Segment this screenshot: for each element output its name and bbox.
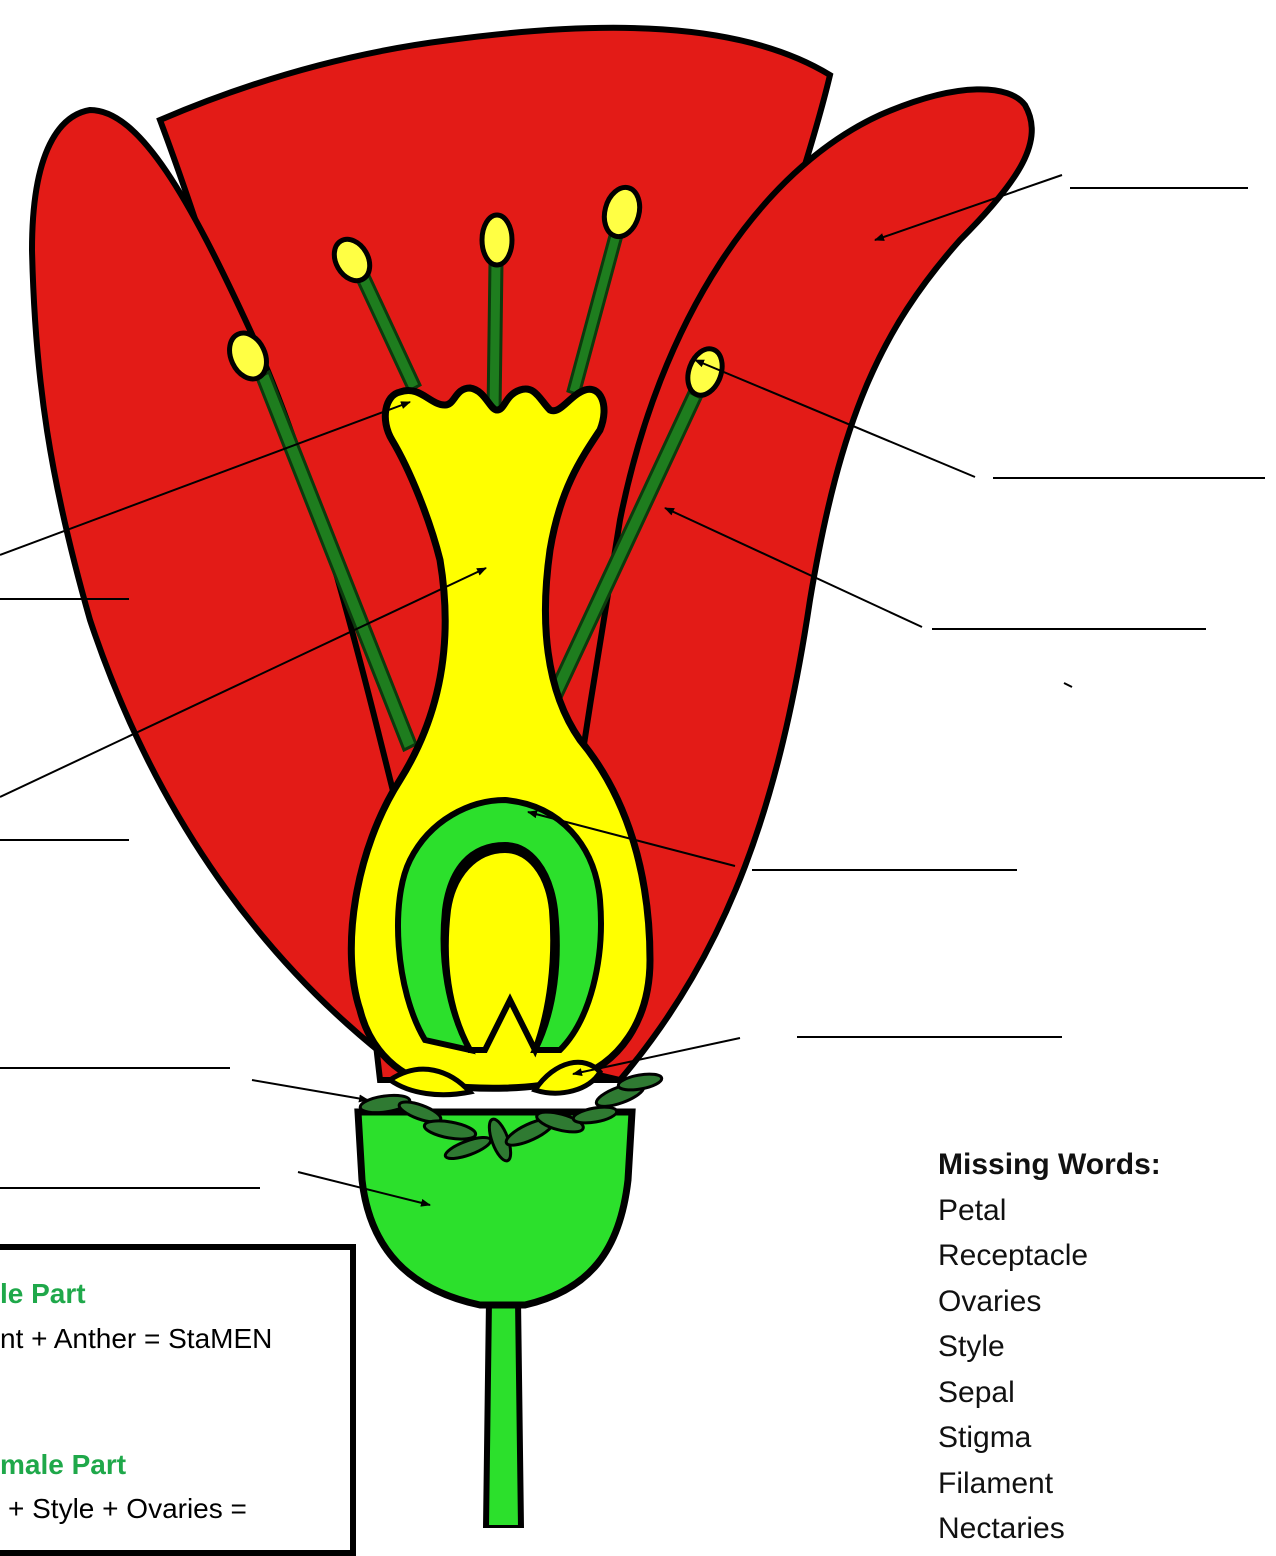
female-part-formula: + Style + Ovaries = bbox=[8, 1492, 247, 1526]
missing-words-title: Missing Words: bbox=[938, 1142, 1161, 1188]
ovule bbox=[446, 850, 553, 1050]
key-box: le Part nt + Anther = StaMEN male Part +… bbox=[0, 1244, 356, 1556]
word-item: Filament bbox=[938, 1461, 1161, 1507]
word-item: Petal bbox=[938, 1188, 1161, 1234]
word-item: Ovaries bbox=[938, 1279, 1161, 1325]
missing-words-panel: Missing Words: Petal Receptacle Ovaries … bbox=[938, 1142, 1161, 1552]
stem bbox=[486, 1300, 521, 1528]
word-item: Receptacle bbox=[938, 1233, 1161, 1279]
male-part-formula: nt + Anther = StaMEN bbox=[0, 1322, 272, 1356]
word-item: Nectaries bbox=[938, 1506, 1161, 1552]
female-part-heading: male Part bbox=[0, 1448, 126, 1482]
word-item: Sepal bbox=[938, 1370, 1161, 1416]
stray-mark bbox=[1064, 683, 1072, 687]
male-part-heading: le Part bbox=[0, 1277, 86, 1311]
arrow-sepal bbox=[252, 1080, 368, 1100]
word-item: Stigma bbox=[938, 1415, 1161, 1461]
missing-words-list: Petal Receptacle Ovaries Style Sepal Sti… bbox=[938, 1188, 1161, 1552]
word-item: Style bbox=[938, 1324, 1161, 1370]
